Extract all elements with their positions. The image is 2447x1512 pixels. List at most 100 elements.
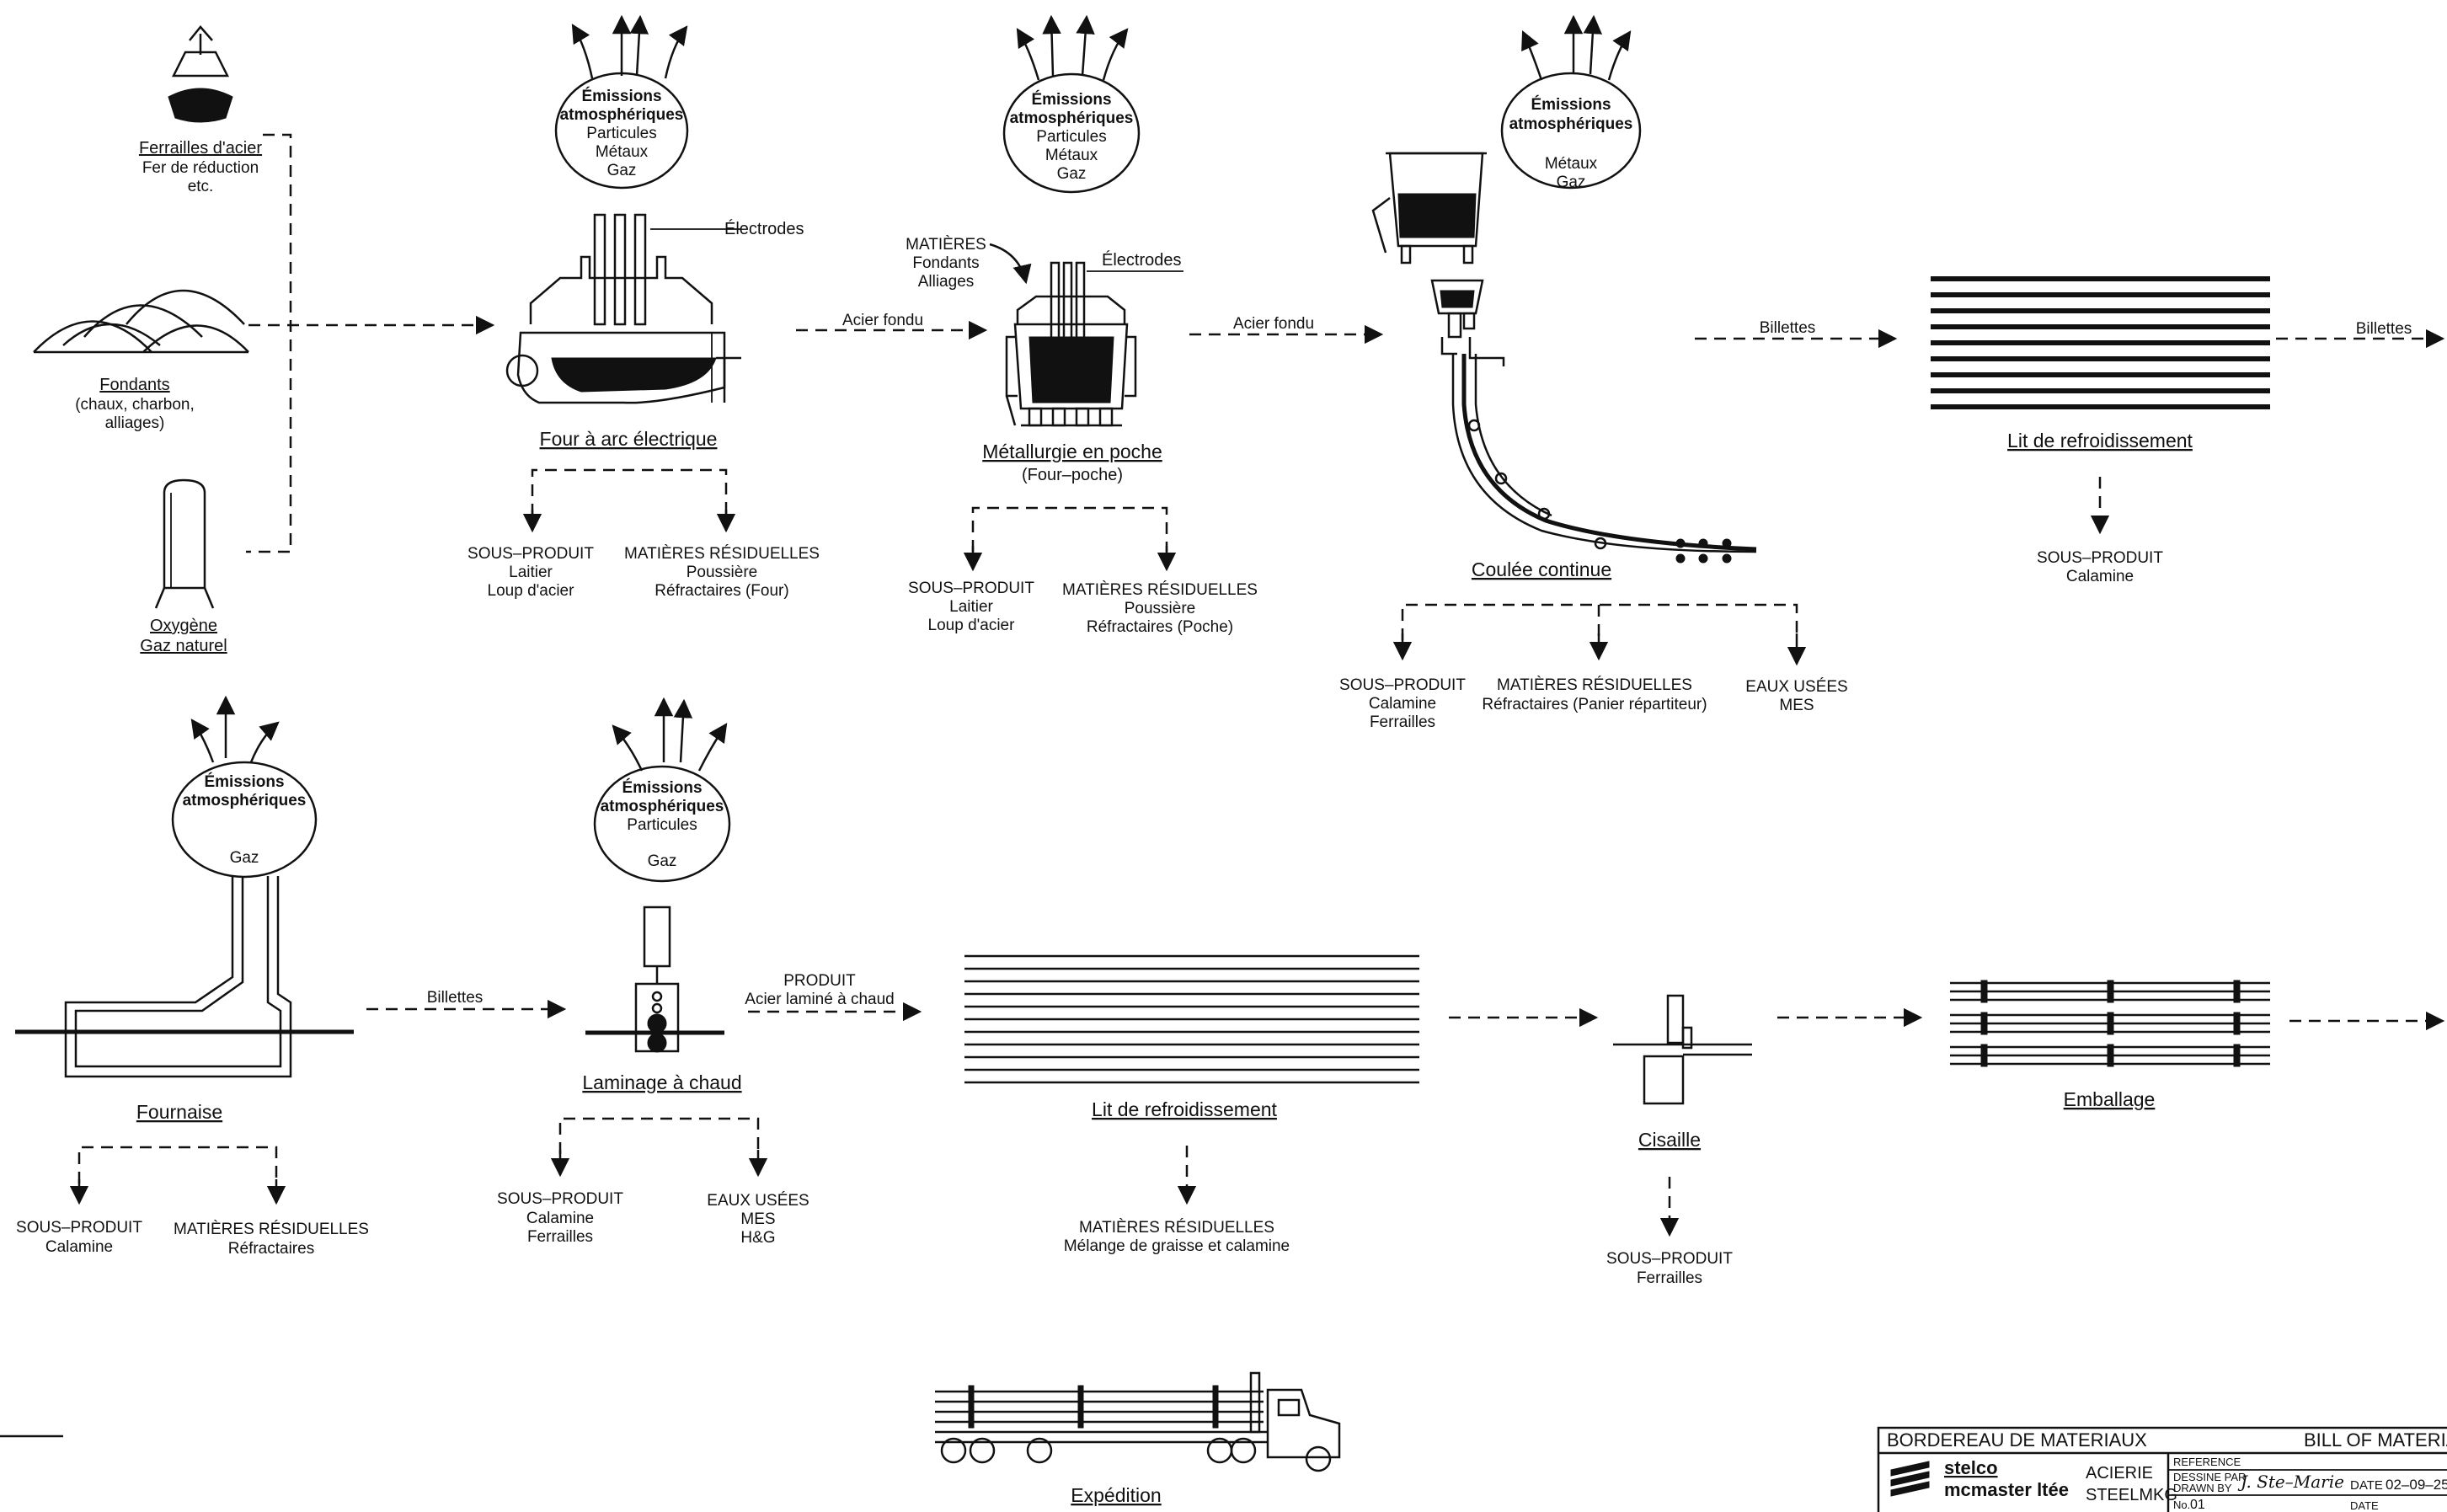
matieres-arrow [989,243,1032,285]
oxygene-line1: Oxygène [150,617,217,635]
laminage-eaux-head: EAUX USÉES [707,1192,809,1210]
fournaise-output-lines [77,1146,278,1183]
coulee-emis-0: Émissions [1531,95,1611,114]
arrow-billettes-bottom-label: Billettes [427,989,484,1007]
coulee-emis-2: Métaux [1545,155,1598,173]
truck-icon [935,1371,1341,1472]
electric-arc-furnace-icon [505,213,741,404]
four-title: Four à arc électrique [540,428,718,450]
laminage-output-lines [558,1117,760,1154]
cooling-bed-icon [1931,276,2270,409]
laminage-group: Émissions atmosphériques Particules Gaz … [497,697,809,1247]
scrap-magnet-icon [168,25,233,123]
emballage-title: Emballage [2064,1088,2156,1110]
four-sp-head: SOUS–PRODUIT [467,545,594,563]
four-electrodes: Électrodes [724,219,804,238]
tb-date-label2: DATE [2350,1499,2379,1512]
laminage-sp-head: SOUS–PRODUIT [497,1190,623,1208]
emission-bubble [171,761,318,879]
tb-dept1: ACIERIE [2086,1464,2153,1483]
lit2-mr-head: MATIÈRES RÉSIDUELLES [1079,1219,1274,1237]
poche-emis-1: atmosphériques [1010,110,1134,127]
ladle-furnace-icon [1005,261,1137,427]
four-emis-1: atmosphériques [560,106,684,124]
fournaise-emis-1: atmosphériques [183,792,307,809]
lit1-title: Lit de refroidissement [2007,430,2193,451]
poche-emis-2: Particules [1036,128,1106,146]
oxygen-tank-icon [154,478,215,609]
poche-electrodes: Électrodes [1102,250,1182,270]
laminage-title: Laminage à chaud [582,1071,741,1093]
emission-arrows-icon [571,14,688,79]
cisaille-sp-head: SOUS–PRODUIT [1606,1250,1733,1268]
ferrailles-title: Ferrailles d'acier [139,139,262,158]
emission-bubble [1500,72,1642,190]
four-mr-l1: Poussière [687,564,758,581]
poche-sp-l2: Loup d'acier [928,617,1016,634]
arrow-billettes-2-label: Billettes [2356,320,2412,338]
lit2-title: Lit de refroidissement [1092,1098,1277,1120]
four-emis-2: Particules [586,125,656,142]
reheat-furnace-icon [15,876,354,1078]
arrow-produit-l1: PRODUIT [783,972,856,990]
coulee-emis-3: Gaz [1557,174,1586,191]
poche-sp-head: SOUS–PRODUIT [908,580,1034,597]
tb-signature: J. Ste–Marie [2237,1472,2344,1492]
fournaise-mr-head: MATIÈRES RÉSIDUELLES [174,1221,369,1238]
expedition-group: Expédition [935,1371,1341,1506]
coulee-sp-l1: Calamine [1369,695,1436,713]
coulee-sp-head: SOUS–PRODUIT [1339,676,1466,694]
four-emis-3: Métaux [596,143,649,161]
emission-arrows-icon [1521,14,1632,81]
fournaise-emis-2: Gaz [230,849,259,867]
poche-output-lines [971,506,1168,552]
cisaille-title: Cisaille [1638,1129,1701,1151]
tb-reference: REFERENCE [2173,1456,2241,1468]
four-arc-group: Émissions atmosphériques Particules Méta… [467,14,820,600]
emballage-group: Emballage [1950,980,2270,1110]
laminage-emis-3: Gaz [648,852,677,870]
tb-dept2: STEELMKG [2086,1486,2177,1504]
poche-mr-head: MATIÈRES RÉSIDUELLES [1062,581,1258,599]
lit1-group: Lit de refroidissement SOUS–PRODUIT Cala… [1931,276,2270,585]
continuous-caster-icon [1371,152,1757,564]
tb-company2: mcmaster ltée [1944,1479,2069,1500]
coulee-mr-l1: Réfractaires (Panier répartiteur) [1482,696,1707,713]
poche-sp-l1: Laitier [949,598,993,616]
tb-dessine1: DESSINE PAR [2173,1471,2246,1483]
arrow-produit-l2: Acier laminé à chaud [745,991,894,1008]
fournaise-title: Fournaise [136,1101,222,1123]
poche-mr-l2: Réfractaires (Poche) [1087,618,1233,636]
oxygene-group: Oxygène Gaz naturel [140,478,227,655]
poche-subtitle: (Four–poche) [1022,466,1123,484]
title-block: BORDEREAU DE MATERIAUX BILL OF MATERIA s… [1877,1426,2447,1512]
ferrailles-sub1: Fer de réduction [142,159,259,177]
coulee-emis-1: atmosphériques [1509,115,1633,133]
four-sp-l1: Laitier [509,564,553,581]
fournaise-sp-head: SOUS–PRODUIT [16,1219,142,1237]
fondants-piles-icon [33,289,249,354]
cisaille-sp-l1: Ferrailles [1637,1269,1702,1287]
poche-matieres-0: MATIÈRES [906,236,986,254]
four-mr-head: MATIÈRES RÉSIDUELLES [624,545,820,563]
lit2-group: Lit de refroidissement MATIÈRES RÉSIDUEL… [964,954,1419,1255]
coulee-eaux-head: EAUX USÉES [1745,678,1847,696]
cisaille-group: Cisaille SOUS–PRODUIT Ferrailles [1606,994,1752,1287]
laminage-sp-l2: Ferrailles [527,1228,593,1246]
fondants-sub1: (chaux, charbon, [75,396,195,414]
arrow-acier-fondu-2-label: Acier fondu [1233,315,1314,333]
lit2-mr-l1: Mélange de graisse et calamine [1064,1237,1290,1255]
lit1-sp-l1: Calamine [2066,568,2134,585]
fournaise-sp-l1: Calamine [45,1238,113,1256]
coulee-sp-l2: Ferrailles [1370,713,1435,731]
poche-title: Métallurgie en poche [982,441,1162,462]
emission-arrows-icon [190,695,280,763]
emission-arrows-icon [612,697,728,772]
four-mr-l2: Réfractaires (Four) [654,582,788,600]
poche-emis-4: Gaz [1057,165,1087,183]
tb-no-value: 01 [2190,1498,2205,1512]
poche-matieres-1: Fondants [912,254,979,272]
laminage-eaux-l1: MES [740,1210,775,1228]
fournaise-emis-0: Émissions [204,772,284,791]
